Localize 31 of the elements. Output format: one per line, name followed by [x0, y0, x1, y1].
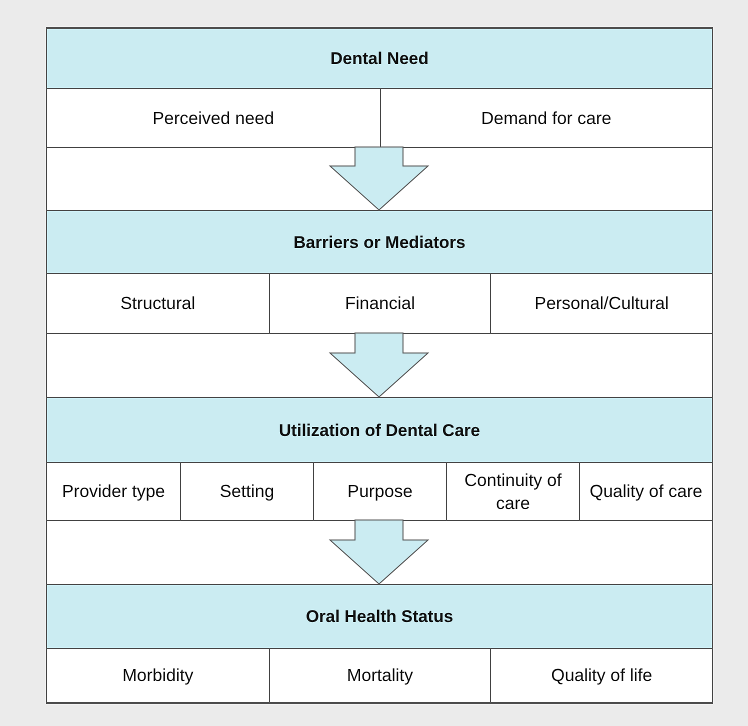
section-box — [47, 28, 712, 148]
cell-text: Quality of life — [551, 664, 652, 687]
category-cell — [380, 88, 712, 147]
cell-text: Quality of care — [590, 480, 702, 503]
section-heading: Dental Need — [330, 49, 429, 69]
block-arrow — [328, 146, 430, 211]
cell-text: Demand for care — [481, 106, 612, 130]
section-heading: Barriers or Mediators — [294, 232, 466, 252]
section-box — [47, 210, 712, 334]
section-box — [47, 397, 712, 521]
cell-text: Mortality — [346, 664, 414, 687]
category-cell — [446, 462, 579, 520]
block-arrow — [328, 332, 430, 398]
cell-text: Setting — [220, 480, 274, 503]
cell-text: Purpose — [347, 480, 413, 503]
category-cell — [579, 462, 712, 520]
category-cell — [490, 648, 712, 702]
cell-text: Personal/Cultural — [534, 292, 669, 315]
category-cell — [180, 462, 313, 520]
category-cell — [268, 648, 490, 702]
cell-text: Continuity of care — [463, 468, 563, 514]
section-heading: Utilization of Dental Care — [278, 420, 480, 440]
cell-text: Perceived need — [152, 106, 274, 130]
cell-text: Structural — [120, 292, 196, 315]
cell-text: Provider type — [62, 480, 166, 503]
cell-text: Morbidity — [122, 664, 194, 687]
cell-text: Financial — [344, 292, 415, 315]
category-cell — [490, 273, 712, 333]
section-heading: Oral Health Status — [306, 607, 454, 627]
section-box — [47, 584, 712, 703]
block-arrow — [328, 520, 430, 585]
